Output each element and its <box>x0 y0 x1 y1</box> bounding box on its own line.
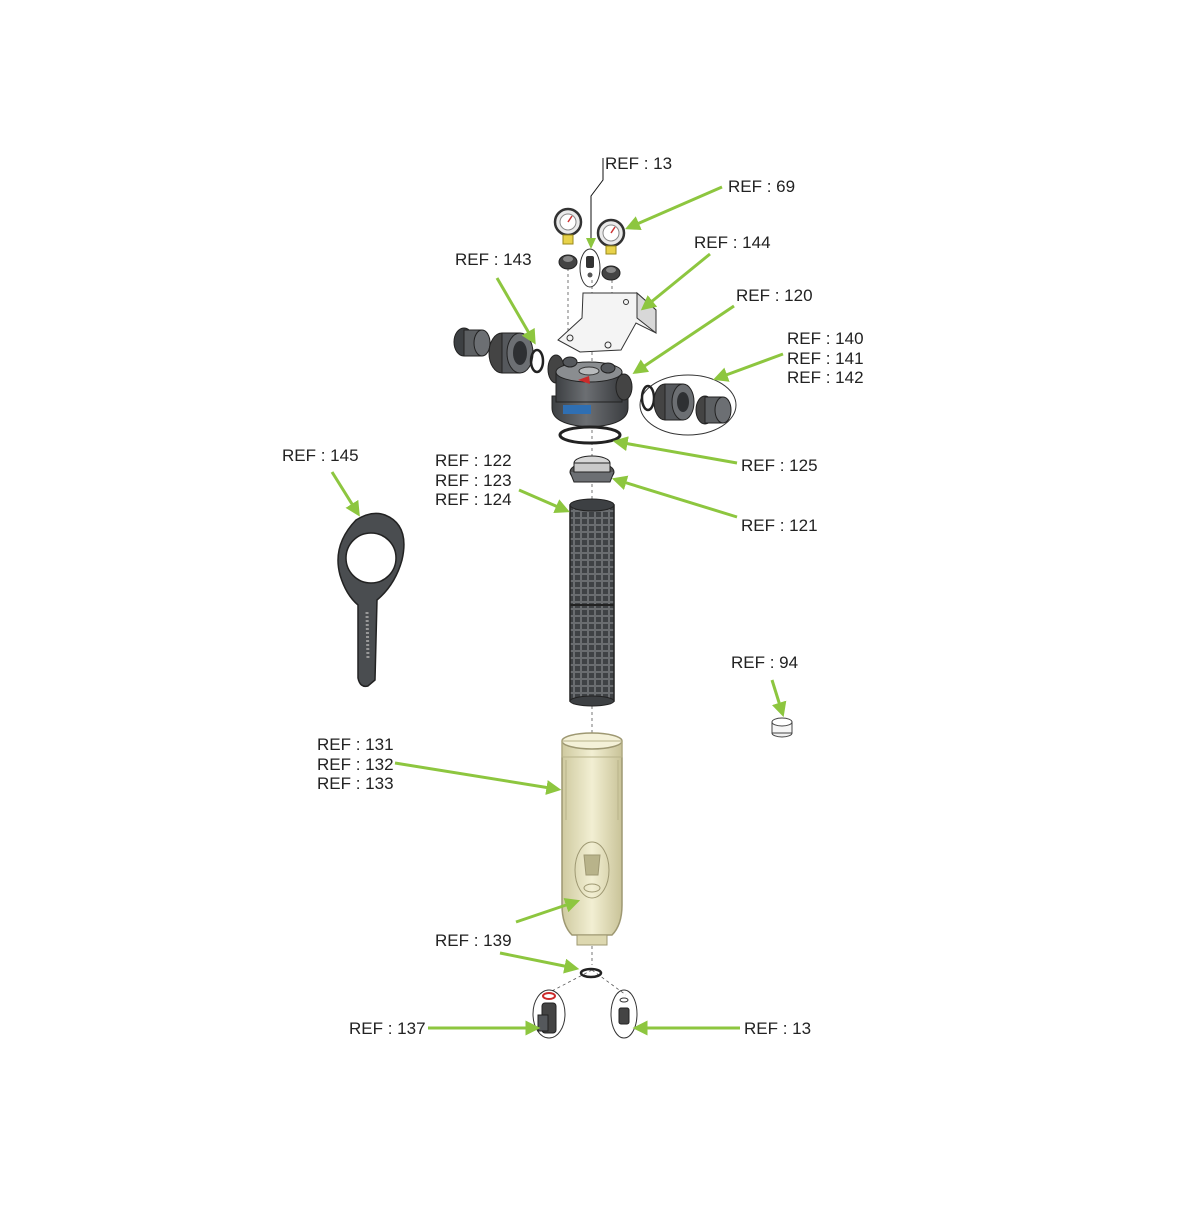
callout-ref-94: REF : 94 <box>731 653 799 672</box>
callout-ref-124: REF : 124 <box>435 490 512 509</box>
callout-ref-131: REF : 131 <box>317 735 394 754</box>
pressure-gauge-left <box>553 207 583 245</box>
callout-ref-13-bottom: REF : 13 <box>744 1019 812 1038</box>
callout-ref-143: REF : 143 <box>455 250 532 269</box>
callout-ref-69: REF : 69 <box>728 177 796 196</box>
callout-ref-140: REF : 140 <box>787 329 864 348</box>
callout-arrows <box>330 158 787 1036</box>
callout-ref-141: REF : 141 <box>787 348 864 368</box>
filter-bowl <box>561 732 623 946</box>
callout-ref-144: REF : 144 <box>694 233 771 252</box>
callout-ref-131-133: REF : 131 REF : 132 REF : 133 <box>317 735 394 794</box>
gauge-adapter-right <box>601 265 621 281</box>
inlet-connector-left <box>453 327 565 384</box>
drain-vent-screw <box>610 989 638 1039</box>
mounting-bracket <box>557 291 657 353</box>
screen-adapter <box>569 455 615 483</box>
outlet-connector-right <box>639 374 737 436</box>
callout-ref-121: REF : 121 <box>741 516 818 535</box>
callout-ref-142: REF : 142 <box>787 368 864 387</box>
callout-ref-139: REF : 139 <box>435 931 512 950</box>
callout-ref-125: REF : 125 <box>741 456 818 475</box>
callout-ref-122: REF : 122 <box>435 451 512 470</box>
callout-ref-140-142: REF : 140 REF : 141 REF : 142 <box>787 329 864 388</box>
callout-ref-122-124: REF : 122 REF : 123 REF : 124 <box>435 451 512 510</box>
callout-ref-133: REF : 133 <box>317 774 394 793</box>
spare-seal <box>771 717 793 738</box>
gauge-adapter-left <box>558 254 578 270</box>
pressure-gauge-right <box>596 218 626 255</box>
callout-ref-120: REF : 120 <box>736 286 813 305</box>
head-o-ring <box>558 425 622 445</box>
callout-ref-123: REF : 123 <box>435 470 512 490</box>
callout-ref-13-top: REF : 13 <box>605 154 673 173</box>
callout-ref-145: REF : 145 <box>282 446 359 465</box>
callout-ref-132: REF : 132 <box>317 754 394 774</box>
filter-screen-cartridge <box>569 498 615 707</box>
drain-valve <box>532 989 566 1039</box>
drain-o-ring <box>579 967 603 979</box>
vent-screw-top <box>579 248 601 288</box>
filter-head <box>551 356 633 428</box>
spanner-wrench <box>337 512 405 688</box>
callout-ref-137: REF : 137 <box>349 1019 426 1038</box>
